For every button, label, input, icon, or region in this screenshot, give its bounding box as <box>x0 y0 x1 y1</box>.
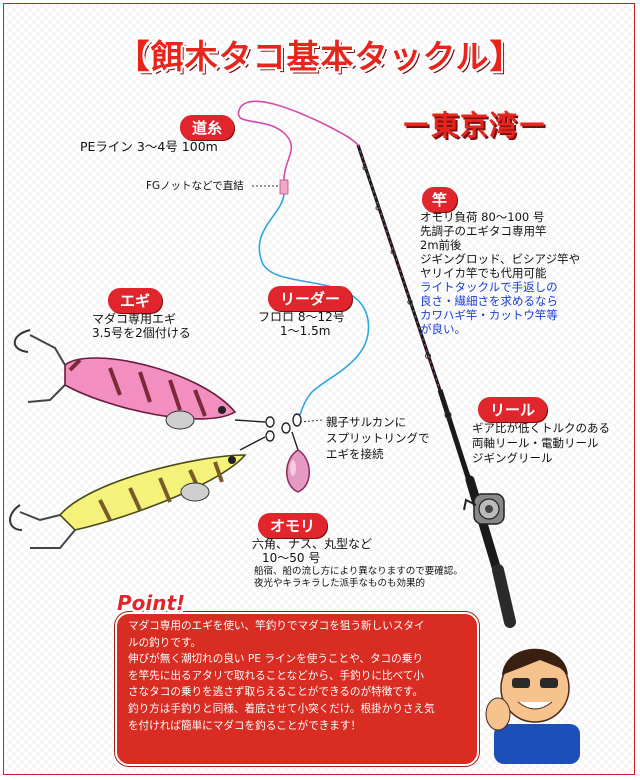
egi-spec-2: 3.5号を2個付ける <box>92 326 191 340</box>
rod-alt-4: が良い。 <box>420 322 466 336</box>
swivel <box>234 413 302 451</box>
rod-alt-3: カワハギ竿・カットウ竿等 <box>420 308 558 322</box>
leader-line <box>258 193 370 416</box>
point-line-1: マダコ専用のエギを使い、竿釣りでマダコを狙う新しいスタイ <box>128 620 425 632</box>
rod <box>356 144 516 628</box>
egi-spec-1: マダコ専用エギ <box>92 312 177 326</box>
egi-tag: エギ <box>108 288 163 313</box>
rod-spec-5: ヤリイカ竿でも代用可能 <box>420 266 547 280</box>
rod-spec-1: オモリ負荷 80～100 号 <box>420 210 545 224</box>
point-label: Point! <box>117 591 186 615</box>
reel <box>463 493 505 525</box>
swivel-note-3: エギを接続 <box>326 447 384 461</box>
point-line-6: 釣り方は手釣りと同様、着底させて小突くだけ。根掛かりさえ気 <box>128 702 435 715</box>
sinker-note-1: 船宿、船の流し方により異なりますので要確認。 <box>254 566 463 577</box>
reel-tag: リール <box>478 397 548 422</box>
point-line-7: を付ければ簡単にマダコを釣ることができます！ <box>128 719 362 732</box>
sinker-tag: オモリ <box>258 513 328 538</box>
leader-tag: リーダー <box>268 286 353 311</box>
angler-character <box>485 648 580 764</box>
rod-specs: オモリ負荷 80～100 号 先調子のエギタコ専用竿 2m前後 ジギングロッド、… <box>420 210 580 336</box>
line-spec: PEライン 3～4号 100m <box>80 139 218 154</box>
rod-alt-2: 良さ・繊細さを求めるなら <box>420 294 558 308</box>
leader-specs: フロロ 8～12号 1～1.5m <box>258 310 345 338</box>
pe-line <box>237 100 360 187</box>
point-text: マダコ専用のエギを使い、竿釣りでマダコを狙う新しいスタイ ルの釣りです。 伸びが… <box>128 618 470 734</box>
sinker-spec-1: 六角、ナス、丸型など <box>252 537 373 551</box>
sinker-specs: 六角、ナス、丸型など 10～50 号 <box>252 537 372 565</box>
egi-pink <box>13 329 237 430</box>
rod-alt-1: ライトタックルで手返しの <box>420 280 558 294</box>
egi-specs: マダコ専用エギ 3.5号を2個付ける <box>92 312 191 340</box>
rod-spec-4: ジギングロッド、ビシアジ竿や <box>420 252 581 266</box>
point-line-2: ルの釣りです。 <box>128 636 202 649</box>
sinker-notes: 船宿、船の流し方により異なりますので要確認。 夜光やキラキラした派手なものも効果… <box>254 566 463 590</box>
point-box <box>115 612 479 766</box>
point-line-4: を竿先に出るアタリで取れることなどから、手釣りに比べて小 <box>128 669 424 682</box>
swivel-note-1: 親子サルカンに <box>326 415 407 429</box>
sinker-spec-2: 10～50 号 <box>262 551 321 565</box>
point-line-3: 伸びが無く潮切れの良い PE ラインを使うことや、タコの乗り <box>128 653 423 666</box>
rod-spec-2: 先調子のエギタコ専用竿 <box>420 224 547 238</box>
rod-tag: 竿 <box>422 187 458 212</box>
sinker-note-2: 夜光やキラキラした派手なものも効果的 <box>254 578 426 589</box>
sinker <box>286 449 310 493</box>
reel-spec-2: 両軸リール・電動リール <box>472 436 599 450</box>
rod-spec-3: 2m前後 <box>420 238 462 252</box>
knot-note: FGノットなどで直結 <box>146 180 244 192</box>
reel-spec-1: ギア比が低くトルクのある <box>472 421 610 435</box>
reel-spec-3: ジギングリール <box>472 451 553 465</box>
page-subtitle: ー東京湾ー <box>402 109 548 142</box>
swivel-pointer <box>299 419 323 423</box>
knot-marker <box>279 179 289 195</box>
line-tag: 道糸 <box>180 115 235 140</box>
page-title: 【餌木タコ基本タックル】 <box>116 37 524 76</box>
point-line-5: さなタコの乗りを逃さず取らえることができるのが特徴です。 <box>128 686 424 699</box>
leader-spec-1: フロロ 8～12号 <box>258 310 345 324</box>
reel-specs: ギア比が低くトルクのある 両軸リール・電動リール ジギングリール <box>472 421 610 466</box>
frame <box>3 3 635 775</box>
egi-yellow <box>9 454 247 549</box>
leader-spec-2: 1～1.5m <box>280 324 331 338</box>
swivel-note: 親子サルカンに スプリットリングで エギを接続 <box>326 414 430 462</box>
swivel-note-2: スプリットリングで <box>326 431 430 445</box>
